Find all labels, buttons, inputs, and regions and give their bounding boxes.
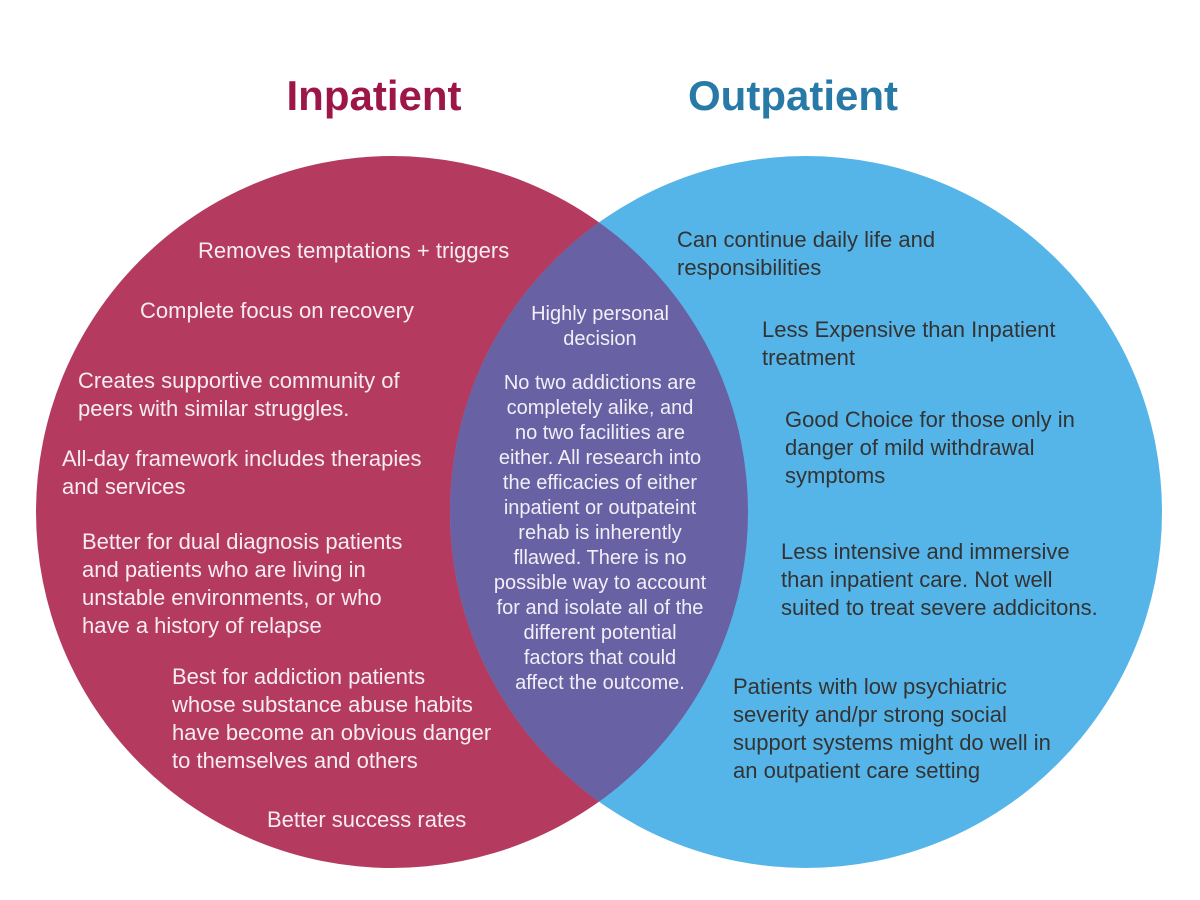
inpatient-point-dual-diagnosis: Better for dual diagnosis patients and p… [82, 529, 403, 638]
inpatient-point-success-rates: Better success rates [267, 807, 467, 832]
outpatient-point-less-intensive: Less intensive and immersive than inpati… [781, 539, 1098, 620]
outpatient-point-less-expensive: Less Expensive than Inpatient treatment [762, 317, 1056, 370]
overlap-region [450, 156, 748, 868]
outpatient-point-low-psychiatric-severity: Patients with low psychiatric severity a… [733, 674, 1051, 783]
outpatient-point-mild-withdrawal: Good Choice for those only in danger of … [785, 407, 1075, 488]
inpatient-point-supportive-community: Creates supportive community of peers wi… [78, 368, 400, 421]
outpatient-point-daily-life: Can continue daily life and responsibili… [677, 227, 936, 280]
inpatient-point-complete-focus: Complete focus on recovery [140, 298, 414, 323]
inpatient-point-removes-temptations: Removes temptations + triggers [198, 238, 510, 263]
inpatient-title: Inpatient [286, 72, 462, 119]
inpatient-point-obvious-danger: Best for addiction patients whose substa… [172, 664, 492, 773]
outpatient-title: Outpatient [688, 72, 898, 119]
overlap-point-research-flawed: No two addictions are completely alike, … [493, 372, 707, 694]
overlap-point-personal-decision: Highly personal decision [531, 303, 669, 350]
inpatient-point-all-day-framework: All-day framework includes therapies and… [62, 446, 422, 499]
